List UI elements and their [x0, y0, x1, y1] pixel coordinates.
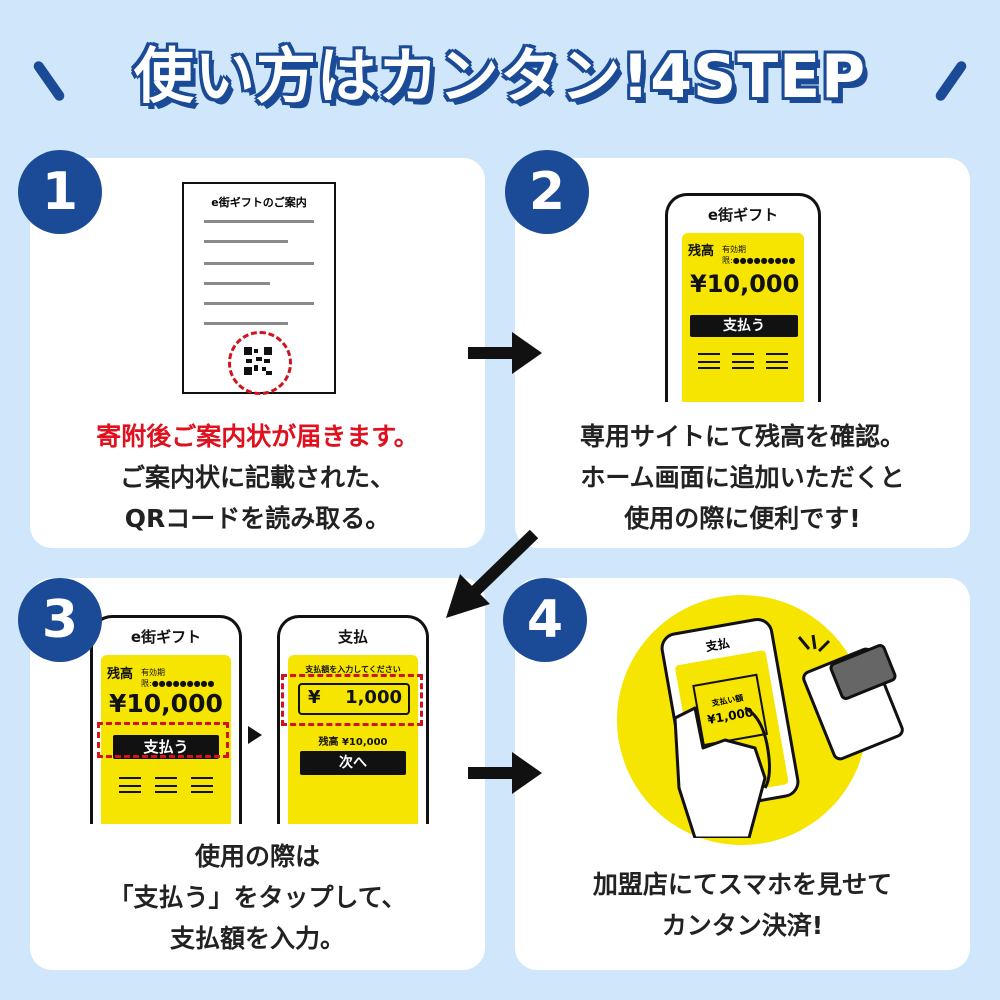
menu-icon [155, 777, 177, 793]
letter-title: e街ギフトのご案内 [211, 196, 307, 209]
beep-lines-icon [797, 634, 831, 653]
menu-icon [732, 353, 754, 369]
phone-screen: 支払額を入力してください ¥ 1,000 残高 ¥10,000 次へ [288, 655, 418, 824]
menu-lines [698, 353, 788, 369]
step-1-caption: 寄附後ご案内状が届きます。 ご案内状に記載された、 QRコードを読み取る。 [96, 422, 419, 533]
guide-letter: e街ギフトのご案内 [182, 182, 336, 395]
step-2-badge: 2 [505, 150, 589, 234]
amount-input[interactable]: ¥ 1,000 [298, 683, 410, 715]
amount-input-highlight [281, 674, 423, 726]
phone-screen: 残高 有効期限:●●●●●●●●● ¥10,000 支払う [101, 655, 231, 824]
menu-icon [698, 353, 720, 369]
hand-icon [673, 706, 771, 838]
input-value: 1,000 [345, 687, 402, 708]
phone-payment: 支払 支払額を入力してください ¥ 1,000 残高 ¥10,000 次へ [277, 615, 429, 824]
step-3-badge: 3 [18, 578, 102, 662]
balance-amount: ¥10,000 [109, 689, 223, 718]
step-2-card: e街ギフト 残高 有効期限:●●●●●●●●● ¥10,000 支払う 専用サイ… [515, 158, 970, 548]
menu-lines [119, 777, 213, 793]
arrow-right-icon [468, 332, 542, 374]
pay-button[interactable]: 支払う [690, 315, 798, 337]
expiry-date: 有効期限:●●●●●●●●● [722, 245, 796, 265]
step-3-card: e街ギフト 残高 有効期限:●●●●●●●●● ¥10,000 支払う 支払 支… [30, 578, 485, 970]
qr-highlight [228, 331, 292, 395]
menu-icon [119, 777, 141, 793]
qr-code-icon [244, 347, 272, 375]
step-4-caption: 加盟店にてスマホを見せて カンタン決済! [592, 870, 893, 940]
phone-home: e街ギフト 残高 有効期限:●●●●●●●●● ¥10,000 支払う [665, 193, 821, 402]
triangle-arrow-icon [248, 726, 262, 744]
step-1-badge: 1 [18, 150, 102, 234]
expiry-date: 有効期限:●●●●●●●●● [141, 668, 215, 688]
input-currency: ¥ [308, 687, 321, 708]
phone-screen: 残高 有効期限:●●●●●●●●● ¥10,000 支払う [682, 233, 804, 402]
arrow-right-icon [468, 752, 542, 794]
input-prompt: 支払額を入力してください [305, 665, 401, 674]
next-button[interactable]: 次へ [300, 751, 406, 775]
menu-icon [191, 777, 213, 793]
step-1-card: e街ギフトのご案内 寄附後ご案内状が届きます。 ご案内状に記載された、 QRコー… [30, 158, 485, 548]
step-4-card: 支払 支払い額 ¥1,000 加盟店にてスマホを見せて カンタン決済! [515, 578, 970, 970]
arrow-down-left-icon [446, 529, 539, 618]
phone-balance: e街ギフト 残高 有効期限:●●●●●●●●● ¥10,000 支払う [90, 615, 242, 824]
step-2-caption: 専用サイトにて残高を確認。 ホーム画面に追加いただくと 使用の際に便利です! [579, 422, 905, 533]
balance-label: 残高 [107, 667, 134, 682]
menu-icon [766, 353, 788, 369]
balance-label: 残高 [688, 244, 715, 259]
balance-line: 残高 ¥10,000 [318, 737, 388, 748]
balance-amount: ¥10,000 [690, 270, 800, 298]
pay-button-highlight [97, 722, 229, 758]
page-title: 使い方はカンタン!4STEP [133, 42, 867, 112]
step-3-caption: 使用の際は 「支払う」をタップして、 支払額を入力。 [108, 842, 407, 953]
step-4-badge: 4 [503, 578, 587, 662]
